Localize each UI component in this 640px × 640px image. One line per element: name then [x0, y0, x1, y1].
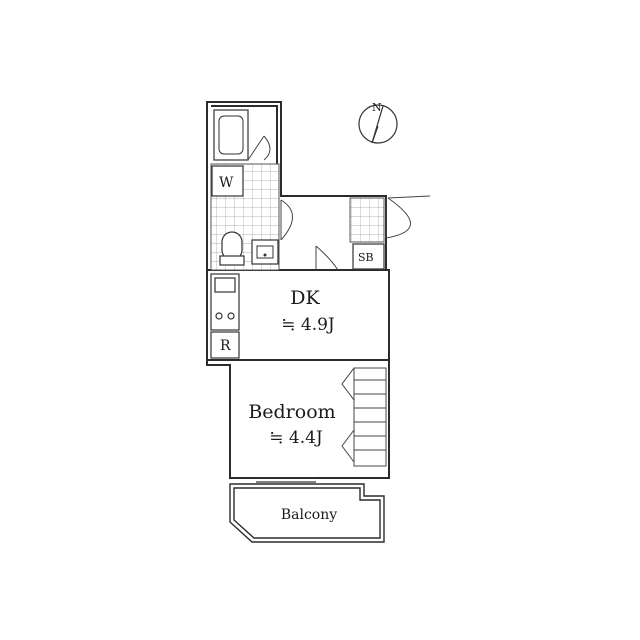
dk-door [315, 245, 339, 271]
refrigerator-label: R [220, 338, 231, 354]
shoe-box: SB [352, 243, 385, 270]
refrigerator: R [210, 331, 240, 359]
washer-label: W [219, 175, 234, 191]
balcony-window [256, 477, 316, 483]
washer: W [211, 165, 244, 197]
washroom-door [280, 199, 293, 241]
compass-north-label: N [372, 101, 382, 114]
dk-name: DK [290, 287, 320, 309]
balcony [229, 483, 385, 543]
bathtub [213, 109, 249, 161]
closet [341, 367, 387, 467]
entrance-tile [349, 197, 385, 243]
washbasin-icon [251, 239, 279, 265]
kitchen-counter [210, 273, 240, 331]
toilet-icon [219, 231, 245, 266]
bedroom-name: Bedroom [248, 401, 335, 423]
dk-area: ≒ 4.9J [281, 315, 335, 335]
entrance-door [385, 195, 431, 239]
compass-icon: N [358, 101, 398, 144]
balcony-name: Balcony [281, 507, 337, 523]
shoe-box-label: SB [358, 251, 374, 264]
bedroom-area: ≒ 4.4J [269, 428, 323, 448]
bath-door [247, 135, 271, 161]
